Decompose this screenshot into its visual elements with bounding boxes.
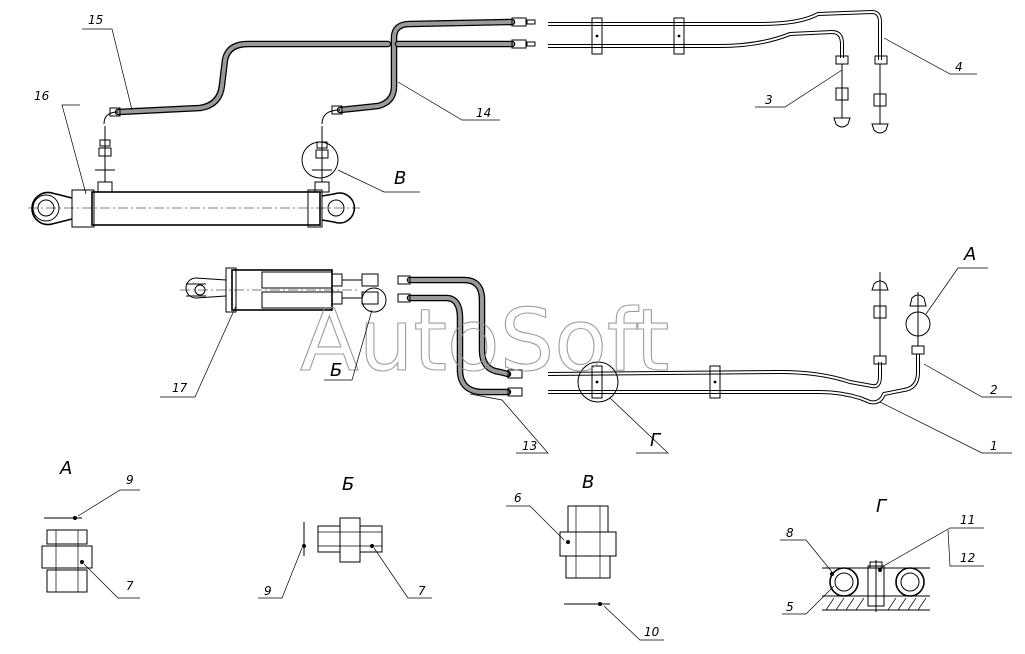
detail-view-a — [41, 489, 140, 599]
view-labels: А Б В Г А Б В Г — [59, 168, 976, 517]
leader-lines — [61, 28, 1012, 454]
callout-15: 15 — [88, 13, 103, 27]
lower-hoses — [397, 275, 523, 397]
callout-3: 3 — [765, 93, 773, 107]
upper-pipes — [548, 10, 889, 134]
upper-cylinder-assembly — [28, 126, 360, 228]
callout-17: 17 — [172, 381, 188, 395]
callout-11: 11 — [960, 513, 975, 527]
callout-14: 14 — [476, 106, 491, 120]
detail-circles — [301, 141, 931, 403]
upper-hoses — [103, 17, 536, 125]
callout-labels: 1 2 3 4 5 6 7 7 8 9 9 10 11 12 13 14 15 … — [34, 13, 998, 639]
detail-view-v — [506, 505, 664, 641]
callout-9-b: 9 — [264, 584, 272, 598]
view-title-a: А — [59, 458, 72, 479]
callout-7-a: 7 — [126, 579, 134, 593]
view-title-v: В — [582, 472, 594, 493]
view-title-b: Б — [342, 474, 354, 495]
detail-view-g — [780, 527, 984, 615]
callout-7-b: 7 — [418, 584, 426, 598]
lower-cylinder-assembly — [180, 267, 379, 313]
callout-10: 10 — [644, 625, 660, 639]
callout-9-a: 9 — [126, 473, 134, 487]
callout-16: 16 — [34, 89, 50, 103]
callout-1: 1 — [990, 439, 998, 453]
watermark: AutoSoft — [300, 291, 669, 391]
view-marker-g: Г — [650, 430, 662, 451]
view-marker-v: В — [394, 168, 406, 189]
callout-8: 8 — [786, 526, 794, 540]
callout-4: 4 — [955, 60, 963, 74]
callout-12: 12 — [960, 551, 975, 565]
callout-5: 5 — [786, 600, 794, 614]
view-title-g: Г — [876, 496, 888, 517]
callout-6: 6 — [514, 491, 522, 505]
view-marker-b: Б — [330, 360, 342, 381]
callout-2: 2 — [990, 383, 998, 397]
view-marker-a: А — [963, 244, 976, 265]
lower-pipes — [547, 272, 927, 405]
callout-13: 13 — [522, 439, 537, 453]
detail-view-b — [258, 517, 432, 599]
